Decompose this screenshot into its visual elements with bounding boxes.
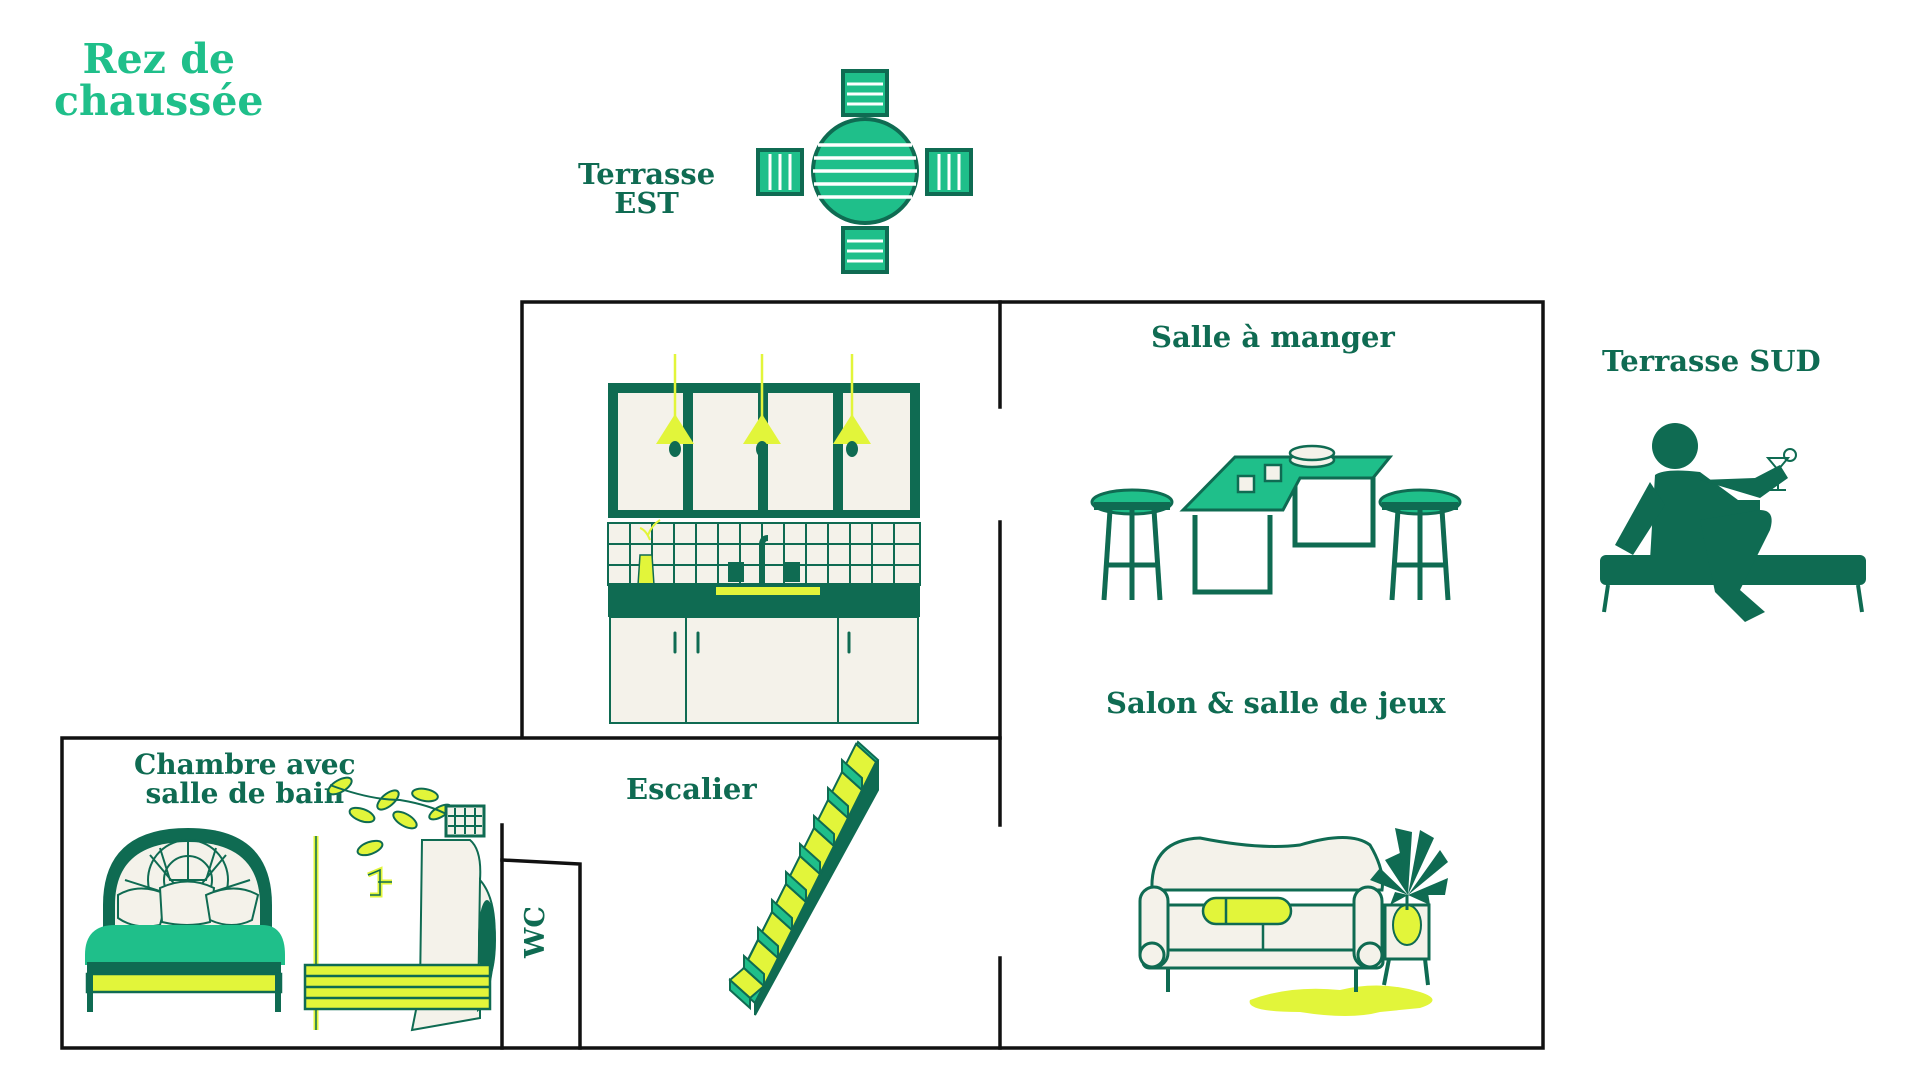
label-escalier: Escalier: [626, 772, 757, 806]
bed-icon: [85, 828, 285, 1012]
stool-left: [1090, 488, 1174, 601]
label-terrasse-est: Terrasse EST: [578, 157, 716, 220]
wall-kitchen: [60, 300, 1545, 1050]
page-title-text: Rez de chaussée: [54, 35, 264, 125]
sofa-icon: [1138, 836, 1433, 1016]
staircase-icon: [728, 740, 880, 1016]
dining-table-icon: [1090, 444, 1462, 601]
outdoor-table-icon: [756, 69, 973, 274]
kitchen-icon: [607, 354, 921, 724]
label-chambre: Chambre avec salle de bain: [134, 748, 356, 810]
lounger-person-icon: [1600, 423, 1866, 622]
label-salon: Salon & salle de jeux: [1106, 686, 1446, 720]
page-title: Rez de chaussée: [54, 38, 263, 122]
label-salle-a-manger: Salle à manger: [1151, 320, 1395, 354]
plant-icon: [1370, 828, 1448, 986]
stool-right: [1378, 488, 1462, 601]
shower-icon: [303, 776, 496, 1032]
label-terrasse-sud: Terrasse SUD: [1602, 344, 1821, 378]
walls: [60, 300, 1545, 1050]
wall-wc-box: [500, 858, 582, 1050]
